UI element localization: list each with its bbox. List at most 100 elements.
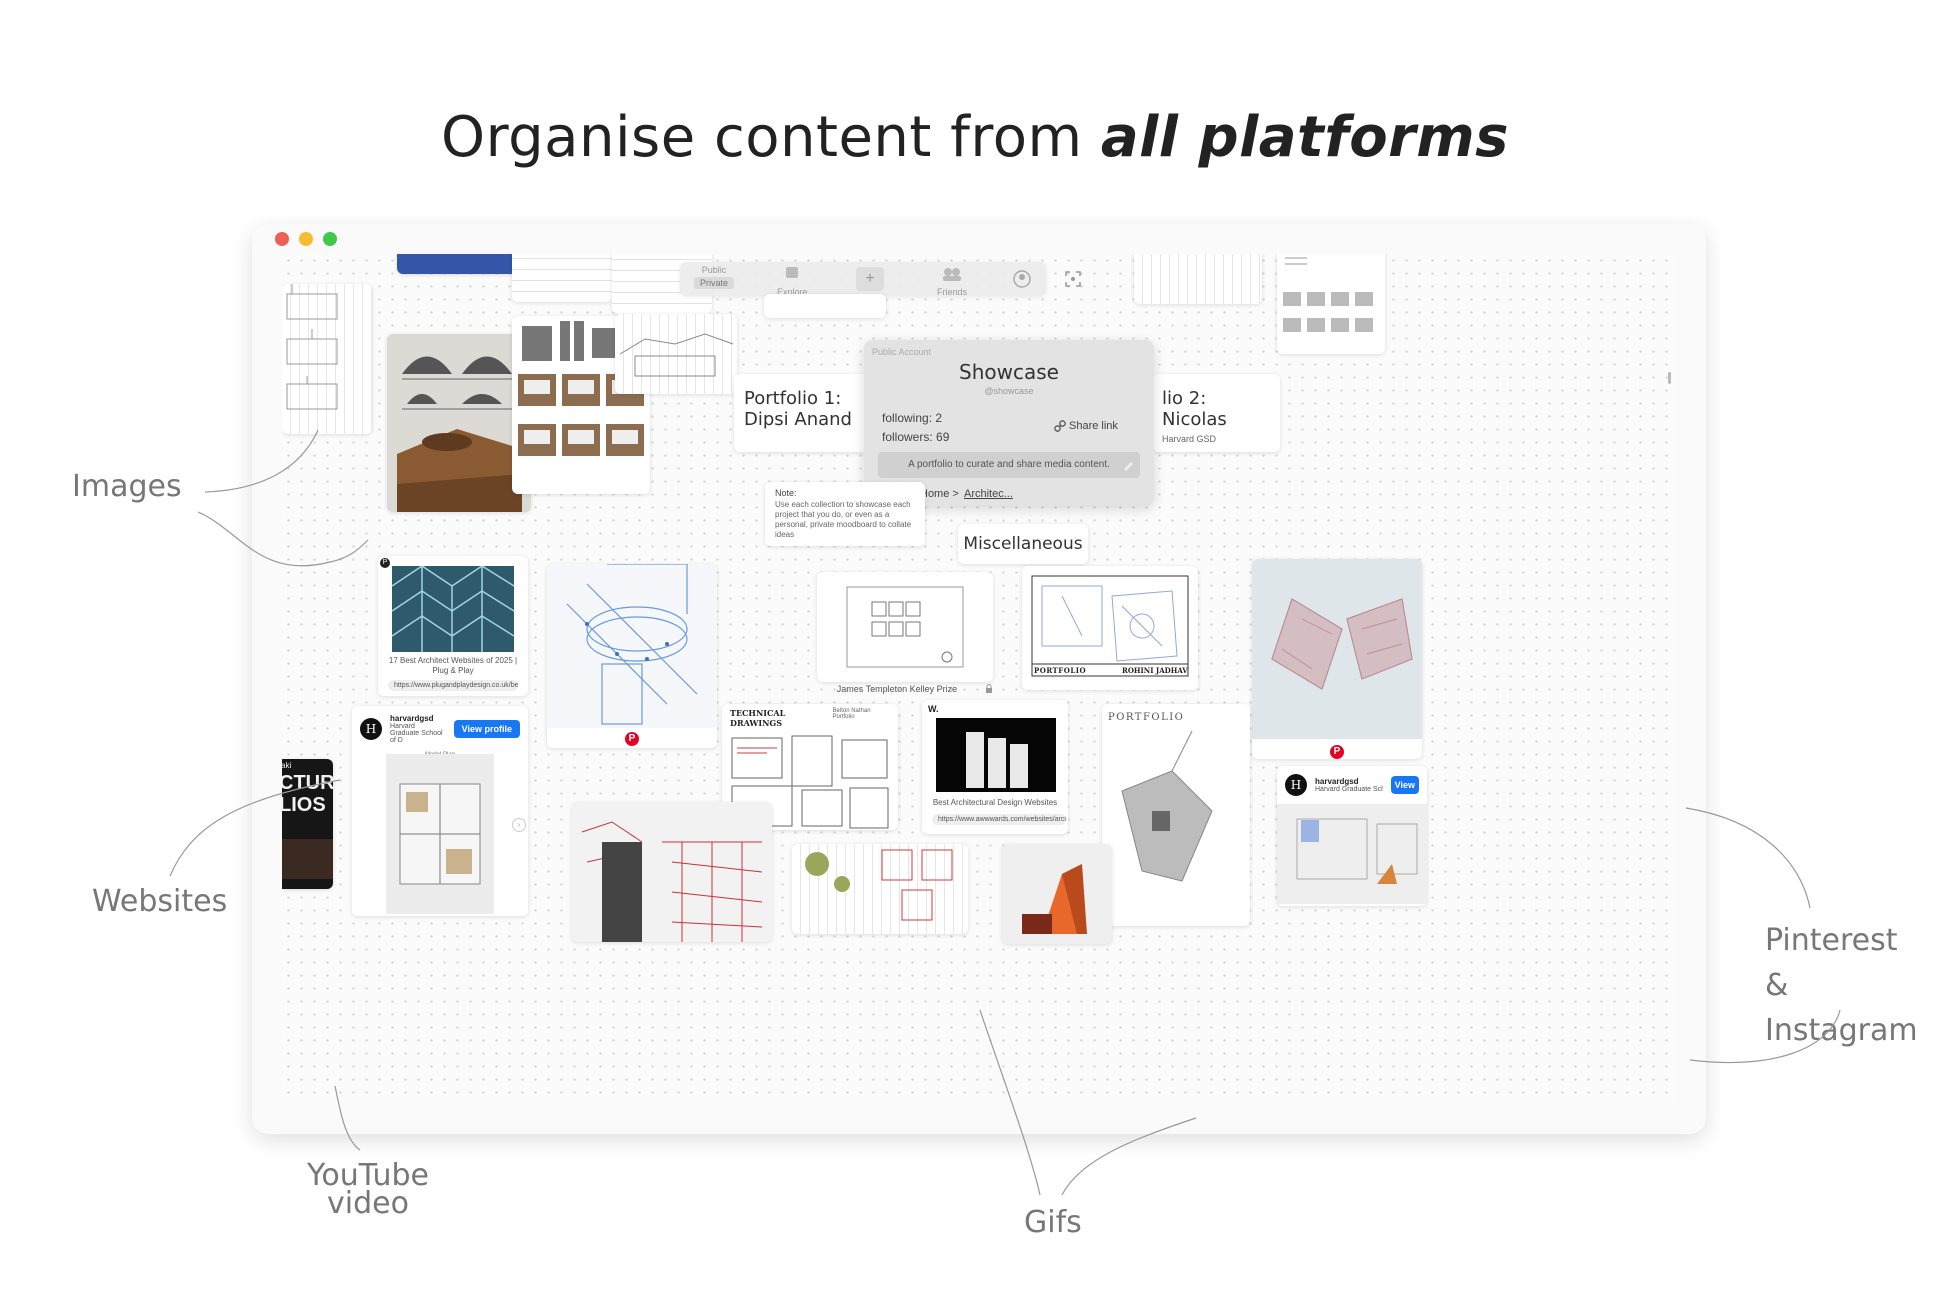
headline-emphasis: all platforms — [1100, 105, 1509, 170]
public-toggle[interactable]: Public — [701, 265, 727, 275]
add-button[interactable]: + — [856, 267, 884, 291]
share-link-button[interactable]: Share link — [1054, 420, 1118, 432]
portfolio-grey-image — [1121, 730, 1213, 882]
image-card-elevations[interactable] — [282, 284, 372, 434]
gif-card-diagrams[interactable] — [792, 844, 968, 934]
blank-card-top[interactable] — [764, 294, 886, 318]
blue-axo-image — [547, 564, 717, 728]
profile-name: Showcase — [959, 360, 1059, 384]
label-pinterest-line1: Pinterest — [1765, 923, 1898, 958]
website-card-2-url[interactable]: https://www.awwwards.com/websites/archit… — [932, 814, 1066, 825]
breadcrumb-current[interactable]: Architec... — [964, 488, 1013, 500]
instagram-card-harvardgsd[interactable]: H harvardgsd Harvard Graduate School of … — [352, 706, 528, 916]
collection-misc-title: Miscellaneous — [963, 534, 1083, 554]
gif-card-orange-render[interactable] — [1002, 844, 1112, 944]
yt-person-image — [282, 839, 333, 879]
image-card-axo-grid[interactable] — [1277, 254, 1385, 354]
maximize-window-button[interactable] — [323, 232, 337, 246]
yt-text-second: LIOS — [282, 794, 326, 816]
portfolio-grey-cover: PORTFOLIO — [1108, 712, 1185, 723]
fullscreen-icon — [1065, 271, 1081, 287]
friends-button[interactable]: Friends — [932, 264, 972, 297]
pinterest-card-red-plan[interactable]: P — [1252, 559, 1422, 759]
prize-plan-image — [846, 586, 964, 668]
collection-portfolio-2-title: lio 2: Nicolas — [1162, 388, 1227, 430]
ig-floorplan-image — [386, 754, 494, 914]
museum-model-image — [387, 334, 531, 512]
close-window-button[interactable] — [275, 232, 289, 246]
yt-text-main: CTURE — [282, 772, 333, 794]
ig-right-image — [1277, 804, 1427, 904]
awwwards-thumbnail — [936, 718, 1056, 792]
axo-grid-image — [1283, 257, 1373, 332]
headline-regular: Organise content from — [441, 105, 1101, 170]
awwwards-logo: W. — [928, 704, 939, 714]
ig-school: Harvard Graduate School of D — [390, 723, 443, 744]
website-card-1-title: 17 Best Architect Websites of 2025 | Plu… — [388, 656, 518, 675]
image-card-site-plan[interactable] — [1134, 254, 1262, 304]
image-card-museum-model[interactable] — [387, 334, 531, 512]
share-link-label: Share link — [1069, 420, 1118, 432]
image-card-blue-cover[interactable] — [397, 254, 523, 274]
profile-description: A portfolio to curate and share media co… — [908, 459, 1110, 470]
portfolio-rohini-cover: PORTFOLIO — [1034, 666, 1087, 675]
website-card-awwwards[interactable]: W. Best Architectural Design Websites ht… — [922, 700, 1068, 834]
carousel-next-icon[interactable]: › — [512, 818, 526, 832]
gif-card-red-sketch[interactable] — [572, 802, 772, 942]
youtube-video-card[interactable]: aki CTURE LIOS — [282, 759, 333, 889]
website-card-2-title: Best Architectural Design Websites — [932, 798, 1058, 807]
profile-popover: Public Account Showcase @showcase follow… — [864, 340, 1154, 506]
private-toggle[interactable]: Private — [694, 277, 734, 289]
elevation-sketch — [286, 284, 338, 410]
friends-label: Friends — [936, 287, 967, 297]
tech-subtitle: Belton Nathan Portfolio — [832, 708, 871, 720]
scrollbar-thumb[interactable] — [1668, 372, 1671, 384]
ig-school-right: Harvard Graduate School of D — [1315, 786, 1383, 793]
edit-pencil-icon[interactable] — [1122, 459, 1134, 471]
label-gifs: Gifs — [1024, 1205, 1082, 1240]
followers-count[interactable]: followers: 69 — [882, 430, 950, 444]
breadcrumb-home[interactable]: Home > — [920, 488, 959, 500]
red-plan-image — [1252, 559, 1422, 739]
label-youtube-line2: video — [327, 1186, 409, 1221]
image-card-portfolio-rohini[interactable]: PORTFOLIO ROHINI JADHAV — [1022, 566, 1198, 690]
instagram-avatar-icon: H — [360, 718, 382, 740]
yt-text-top: aki — [282, 761, 292, 770]
ig-view-profile-button[interactable]: View profile — [453, 720, 520, 738]
orange-render-image — [1022, 864, 1087, 934]
image-card-sketch-a[interactable] — [512, 254, 612, 302]
ig-view-button-right[interactable]: View — [1390, 776, 1419, 794]
instagram-card-harvardgsd-right[interactable]: H harvardgsd Harvard Graduate School of … — [1277, 766, 1427, 906]
pinterest-icon: P — [625, 732, 639, 746]
add-icon: + — [865, 270, 875, 287]
friends-icon — [943, 268, 961, 281]
minimize-window-button[interactable] — [299, 232, 313, 246]
explore-button[interactable]: Explore — [777, 264, 808, 297]
following-count[interactable]: following: 2 — [882, 411, 943, 425]
board-canvas[interactable]: Public Private Explore + Friends — [282, 254, 1676, 1102]
pinterest-card-blue-axo[interactable]: P — [547, 564, 717, 748]
collection-portfolio-1[interactable]: Portfolio 1: Dipsi Anand — [734, 374, 869, 452]
collection-portfolio-2-subtitle: Harvard GSD — [1162, 434, 1217, 444]
website-card-plugandplay[interactable]: P 17 Best Architect Websites of 2025 | P… — [378, 556, 528, 696]
label-pinterest-instagram: Pinterest & Instagram — [1765, 918, 1950, 1053]
avatar-button[interactable] — [1012, 269, 1032, 289]
profile-description-box[interactable]: A portfolio to curate and share media co… — [878, 452, 1140, 478]
image-card-section[interactable] — [615, 314, 737, 394]
explore-label: Explore — [777, 287, 808, 297]
website-favicon-icon: P — [380, 558, 390, 568]
collection-miscellaneous[interactable]: Miscellaneous — [958, 524, 1088, 564]
fullscreen-button[interactable] — [1065, 271, 1081, 287]
label-youtube: YouTube video — [298, 1158, 438, 1221]
image-card-prize-plan[interactable] — [817, 572, 993, 682]
note-card[interactable]: Note: Use each collection to showcase ea… — [765, 482, 925, 546]
image-card-portfolio-grey[interactable]: PORTFOLIO — [1102, 704, 1250, 926]
profile-handle: @showcase — [984, 386, 1034, 396]
collection-portfolio-1-title: Portfolio 1: Dipsi Anand — [744, 388, 852, 430]
website-card-1-url[interactable]: https://www.plugandplaydesign.co.uk/best… — [388, 680, 518, 691]
label-youtube-line1: YouTube — [307, 1158, 429, 1193]
label-images: Images — [72, 469, 182, 504]
collection-portfolio-2[interactable]: lio 2: Nicolas Harvard GSD — [1152, 374, 1280, 452]
portfolio-rohini-name: ROHINI JADHAV — [1122, 666, 1188, 675]
main-toolbar: Public Private Explore + Friends — [680, 262, 1046, 297]
